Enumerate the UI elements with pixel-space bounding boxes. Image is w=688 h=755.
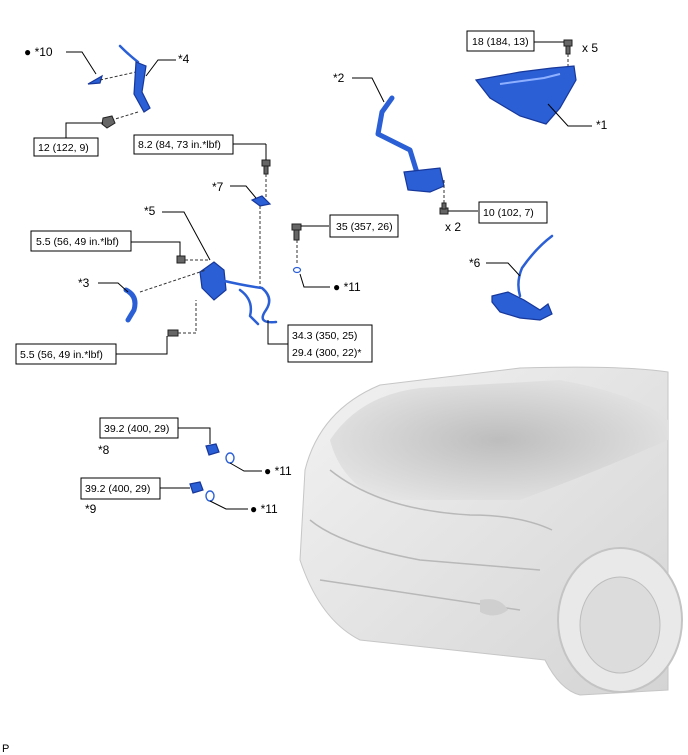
- callout-6: *6: [469, 256, 481, 270]
- part-5-harness: [199, 261, 278, 326]
- figure-code: P: [2, 743, 9, 755]
- bolt-55-lower: [167, 329, 179, 337]
- bolt-10: [439, 202, 449, 215]
- gasket-11-b: [225, 452, 235, 464]
- svg-text:8.2 (84, 73 in.*lbf): 8.2 (84, 73 in.*lbf): [138, 139, 221, 151]
- callout-11-b: ● *11: [264, 464, 292, 478]
- part-7-clip: [250, 195, 272, 207]
- part-8-union-bolt: [205, 443, 220, 456]
- torque-box-34-3: 34.3 (350, 25) 29.4 (300, 22)*: [287, 324, 373, 363]
- nut-55-upper: [176, 255, 186, 264]
- bolt-82: [261, 159, 271, 175]
- torque-box-5-5-upper: 5.5 (56, 49 in.*lbf): [30, 230, 132, 252]
- part-10-clip: [87, 74, 103, 85]
- part-9-union-bolt: [189, 481, 204, 494]
- svg-text:18 (184, 13): 18 (184, 13): [472, 36, 529, 48]
- torque-box-39-2-lower: 39.2 (400, 29): [80, 477, 161, 500]
- svg-text:10 (102, 7): 10 (102, 7): [483, 207, 534, 219]
- callout-7: *7: [212, 180, 224, 194]
- bolt-35: [291, 223, 302, 241]
- svg-text:34.3 (350, 25): 34.3 (350, 25): [292, 330, 357, 342]
- svg-text:29.4 (300, 22)*: 29.4 (300, 22)*: [292, 347, 361, 359]
- torque-box-35: 35 (357, 26): [329, 214, 399, 238]
- svg-text:12 (122, 9): 12 (122, 9): [38, 142, 89, 154]
- nut-12: [101, 115, 116, 129]
- svg-text:5.5 (56, 49 in.*lbf): 5.5 (56, 49 in.*lbf): [36, 236, 119, 248]
- svg-text:39.2 (400, 29): 39.2 (400, 29): [104, 423, 169, 435]
- callout-10: ● *10: [24, 45, 53, 59]
- quantity-x5: x 5: [582, 41, 598, 55]
- callout-1: *1: [596, 118, 608, 132]
- part-6-harness: [491, 234, 554, 321]
- part-2-pipe: [375, 95, 445, 193]
- svg-text:39.2 (400, 29): 39.2 (400, 29): [85, 483, 150, 495]
- gasket-11-c: [205, 490, 215, 502]
- torque-box-8-2: 8.2 (84, 73 in.*lbf): [133, 134, 234, 155]
- callout-5: *5: [144, 204, 156, 218]
- torque-box-12: 12 (122, 9): [33, 137, 99, 157]
- callout-3: *3: [78, 276, 90, 290]
- svg-text:5.5 (56, 49 in.*lbf): 5.5 (56, 49 in.*lbf): [20, 349, 103, 361]
- quantity-x2: x 2: [445, 220, 461, 234]
- torque-box-39-2-upper: 39.2 (400, 29): [99, 417, 179, 439]
- torque-box-5-5-lower: 5.5 (56, 49 in.*lbf): [15, 343, 117, 365]
- bolt-18: [563, 39, 573, 55]
- vehicle-illustration: [299, 366, 683, 696]
- callout-2: *2: [333, 71, 345, 85]
- callout-11-c: ● *11: [250, 502, 278, 516]
- part-3-hose: [123, 287, 138, 323]
- svg-text:35 (357, 26): 35 (357, 26): [336, 221, 393, 233]
- part-4-sensor: [118, 44, 151, 113]
- torque-box-10: 10 (102, 7): [478, 201, 548, 224]
- callout-4: *4: [178, 52, 190, 66]
- gasket-11-a: [292, 266, 302, 274]
- callout-11-a: ● *11: [333, 280, 361, 294]
- callout-8: *8: [98, 443, 110, 457]
- torque-box-18: 18 (184, 13): [466, 30, 535, 52]
- part-1-bracket: [474, 65, 577, 125]
- callout-9: *9: [85, 502, 97, 516]
